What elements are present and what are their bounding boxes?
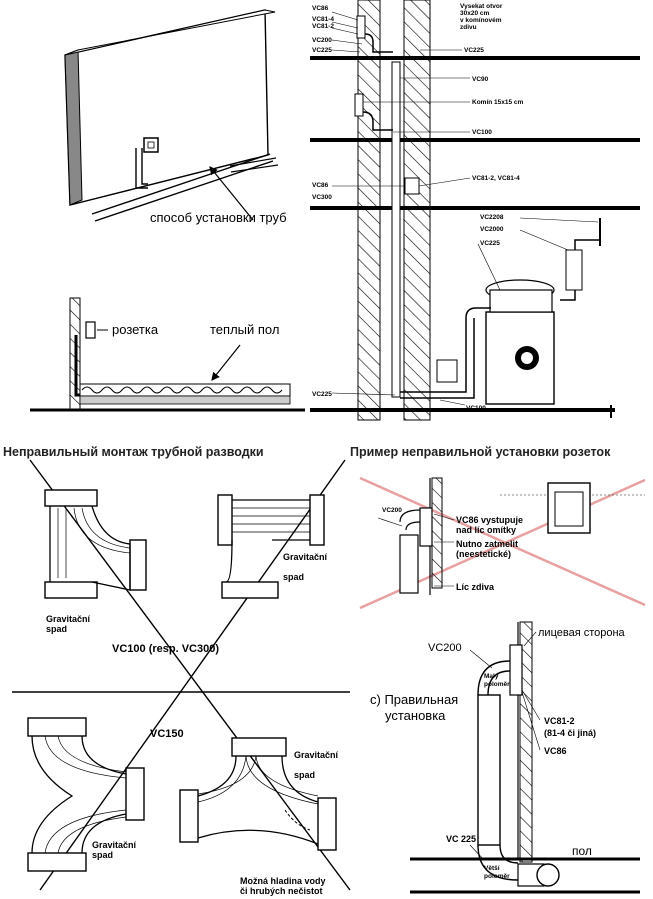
riser-vc86-mid: VC86: [312, 182, 329, 189]
vc100-caption: VC100 (resp. VC300): [112, 643, 219, 655]
wrong-socket-illustration: [359, 476, 646, 610]
elbow-4: [179, 737, 337, 851]
grav-label-3b: spad: [92, 850, 113, 860]
elbow-grid: [12, 459, 351, 891]
grav-label-2b: spad: [283, 572, 304, 582]
riser-vc200: VC200: [312, 37, 332, 44]
riser-vc225-right: VC225: [464, 47, 484, 54]
riser-vc2208: VC2208: [480, 214, 504, 221]
riser-vc225-bottom: VC225: [312, 391, 332, 398]
right-vc81-2: (81-4 či jiná): [544, 728, 596, 738]
riser-vc81-2: VC81-2: [312, 23, 334, 30]
riser-vc100-mid: VC100: [472, 129, 492, 136]
wrong-socket-face: Líc zdiva: [456, 582, 495, 592]
right-face-side: лицевая сторона: [538, 627, 626, 639]
grav-label-3a: Gravitační: [92, 840, 137, 850]
wrong-socket-vc200: VC200: [382, 507, 402, 514]
water-label-2: či hrubých nečistot: [240, 886, 323, 896]
right-caption-1: c) Правильная: [370, 692, 458, 707]
wrong-socket-proj-2: nad líc omítky: [456, 525, 516, 535]
correct-install-illustration: [410, 621, 640, 894]
right-vc225: VC 225: [446, 834, 476, 844]
riser-cutout-1: Vysekat otvor: [460, 3, 503, 10]
grav-label-4b: spad: [294, 770, 315, 780]
grav-label-4a: Gravitační: [294, 750, 339, 760]
riser-cutout-3: v komínovém: [460, 17, 502, 24]
riser-vc2000: VC2000: [480, 226, 504, 233]
title-wrong-socket: Пример неправильной установки розеток: [350, 445, 611, 459]
right-vc200: VC200: [428, 642, 462, 654]
riser-vc225-unit: VC225: [480, 240, 500, 247]
riser-vc81-4: VC81-4: [312, 16, 334, 23]
wrong-socket-dark-2: (neestetické): [456, 549, 511, 559]
right-floor: пол: [572, 844, 592, 858]
floor-heating-illustration: [30, 297, 305, 412]
elbow-3: [27, 717, 145, 872]
grav-label-2a: Gravitační: [283, 552, 328, 562]
vc150-caption: VC150: [150, 728, 184, 740]
riser-chimney: Komín 15x15 cm: [472, 99, 524, 106]
right-caption-2: установка: [385, 708, 446, 723]
riser-vc300: VC300: [312, 194, 332, 201]
riser-section: [310, 0, 640, 421]
riser-vc100-bottom: VC100: [466, 405, 486, 412]
right-vc81-1: VC81-2: [544, 716, 575, 726]
water-label-1: Možná hladina vody: [240, 876, 326, 886]
right-small-r-2: poloměr: [484, 681, 510, 688]
socket-label: розетка: [112, 322, 159, 337]
right-big-r-1: Větší: [484, 865, 500, 872]
riser-vc86-top: VC86: [312, 5, 329, 12]
elbow-2: [217, 494, 325, 599]
riser-vc90: VC90: [472, 76, 489, 83]
pipe-install-label: способ установки труб: [150, 210, 287, 225]
right-big-r-2: poloměr: [484, 873, 510, 880]
elbow-1: [44, 489, 147, 599]
right-small-r-1: Malý: [484, 673, 499, 680]
right-vc86: VC86: [544, 746, 567, 756]
floor-heating-label: теплый пол: [210, 322, 279, 337]
wrong-socket-proj-1: VC86 vystupuje: [456, 515, 523, 525]
title-wrong-pipe: Неправильный монтаж трубной разводки: [3, 445, 264, 459]
riser-cutout-2: 30x20 cm: [460, 10, 489, 17]
riser-vc81-combo: VC81-2, VC81-4: [472, 175, 520, 182]
grav-label-1b: spad: [46, 624, 67, 634]
wall-panel-illustration: [64, 9, 279, 222]
grav-label-1a: Gravitační: [46, 614, 91, 624]
riser-cutout-4: zdivu: [460, 24, 477, 31]
wrong-socket-dark-1: Nutno zatmelit: [456, 539, 518, 549]
riser-vc225-left: VC225: [312, 47, 332, 54]
